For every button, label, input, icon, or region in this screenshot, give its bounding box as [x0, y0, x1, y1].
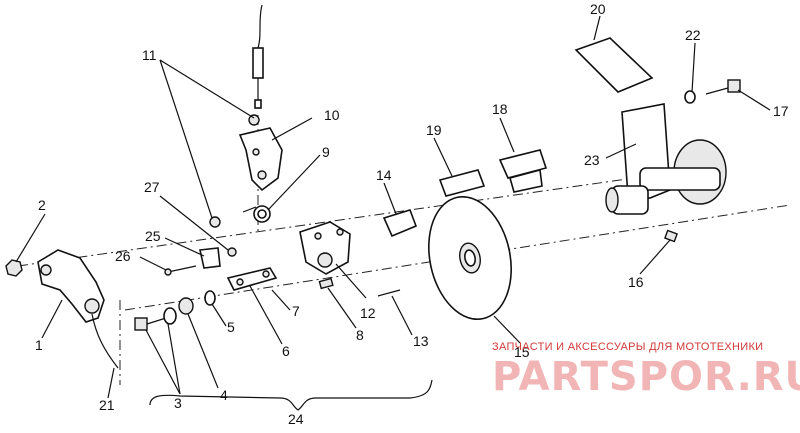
- part-label-6: 6: [282, 343, 290, 359]
- part-label-17: 17: [773, 103, 789, 119]
- decal: [574, 37, 654, 93]
- part-label-4: 4: [220, 387, 228, 403]
- watermark-brand: PARTSPOR.RU: [492, 354, 800, 400]
- cable-clip: [199, 247, 221, 269]
- part-label-12: 12: [360, 305, 376, 321]
- nut: [227, 247, 237, 257]
- screw: [164, 265, 197, 276]
- pin: [318, 277, 334, 290]
- weight-block: [438, 169, 486, 197]
- cable-bracket: [238, 127, 283, 192]
- part-label-25: 25: [145, 228, 161, 244]
- bolt: [705, 79, 741, 95]
- part-label-10: 10: [324, 107, 340, 123]
- part-label-2: 2: [38, 197, 46, 213]
- roll-pin: [377, 289, 401, 297]
- throttle-cable-top: [248, 4, 264, 126]
- watermark-tagline: ЗАПЧАСТИ И АКСЕССУАРЫ ДЛЯ МОТОТЕХНИКИ: [492, 341, 763, 353]
- nut: [5, 259, 23, 277]
- part-label-7: 7: [292, 303, 300, 319]
- part-label-13: 13: [413, 333, 429, 349]
- part-label-20: 20: [590, 1, 606, 17]
- part-label-15: 15: [514, 344, 530, 360]
- part-label-27: 27: [144, 179, 160, 195]
- governor-housing: [299, 221, 351, 275]
- part-label-18: 18: [492, 101, 508, 117]
- nut: [209, 216, 221, 228]
- part-label-22: 22: [685, 27, 701, 43]
- bolt-washer-spacer-set: [134, 290, 216, 331]
- drive-disc: [428, 195, 512, 321]
- part-label-1: 1: [35, 337, 43, 353]
- part-label-9: 9: [322, 144, 330, 160]
- washer: [684, 90, 696, 104]
- part-label-19: 19: [426, 122, 442, 138]
- part-label-5: 5: [227, 319, 235, 335]
- part-label-3: 3: [174, 395, 182, 411]
- leader-lines: [15, 15, 771, 399]
- part-label-21: 21: [99, 397, 115, 413]
- part-label-23: 23: [584, 152, 600, 168]
- assembly-axis-lines: [17, 115, 791, 385]
- weight-block-lower: [509, 168, 543, 193]
- part-label-16: 16: [628, 274, 644, 290]
- part-label-26: 26: [115, 248, 131, 264]
- throttle-lever-bracket: [37, 249, 119, 369]
- throttle-link: [226, 267, 278, 291]
- slider-block: [382, 209, 418, 238]
- key: [664, 229, 678, 243]
- part-label-11: 11: [142, 47, 157, 63]
- torsion-spring: [242, 205, 271, 223]
- part-label-8: 8: [356, 327, 364, 343]
- group-bracket: [149, 379, 433, 411]
- part-label-24: 24: [288, 411, 304, 427]
- part-label-14: 14: [376, 167, 392, 183]
- drive-clutch-assembly: [605, 103, 727, 215]
